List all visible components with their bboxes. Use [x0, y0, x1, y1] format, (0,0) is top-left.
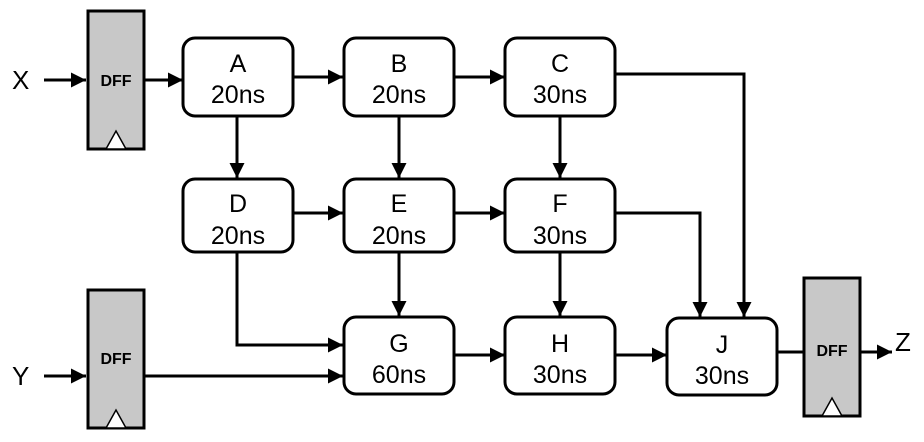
- output-z-label: Z: [895, 327, 911, 357]
- clock-triangle-icon: [820, 396, 844, 417]
- edge-d-g: [235, 248, 343, 353]
- node-e-name: E: [391, 190, 408, 218]
- node-h-delay: 30ns: [533, 361, 587, 389]
- node-a-delay: 20ns: [211, 81, 265, 109]
- node-h-name: H: [551, 330, 569, 358]
- input-x-label: X: [12, 65, 29, 95]
- node-d-delay: 20ns: [211, 222, 265, 250]
- clock-triangle-icon: [104, 129, 128, 150]
- dff-z: DFF: [802, 276, 862, 418]
- node-b-delay: 20ns: [372, 81, 426, 109]
- node-g-delay: 60ns: [372, 361, 426, 389]
- node-f-name: F: [552, 190, 567, 218]
- dff-z-label: DFF: [816, 343, 847, 360]
- node-g-name: G: [389, 330, 408, 358]
- node-f-delay: 30ns: [533, 222, 587, 250]
- node-c: C 30ns: [503, 36, 617, 118]
- node-a-name: A: [230, 50, 247, 78]
- node-j-name: J: [716, 331, 729, 359]
- node-h: H 30ns: [503, 315, 617, 396]
- dff-y-label: DFF: [100, 351, 131, 368]
- node-c-delay: 30ns: [533, 81, 587, 109]
- node-d-name: D: [229, 190, 247, 218]
- node-c-name: C: [551, 50, 569, 78]
- node-d: D 20ns: [181, 177, 295, 254]
- dff-x: DFF: [86, 9, 146, 151]
- node-f: F 30ns: [503, 177, 617, 254]
- clock-triangle-icon: [104, 408, 128, 429]
- node-a: A 20ns: [181, 36, 295, 118]
- node-b-name: B: [391, 50, 408, 78]
- node-b: B 20ns: [342, 36, 456, 118]
- edge-c-j: [615, 72, 752, 317]
- node-e: E 20ns: [342, 177, 456, 254]
- node-j-delay: 30ns: [695, 362, 749, 390]
- node-j: J 30ns: [665, 316, 779, 397]
- edge-f-j: [615, 211, 708, 317]
- node-g: G 60ns: [342, 315, 456, 396]
- dff-x-label: DFF: [100, 73, 131, 90]
- connections: [44, 69, 892, 384]
- input-y-label: Y: [12, 361, 29, 391]
- dff-y: DFF: [86, 288, 146, 430]
- node-e-delay: 20ns: [372, 222, 426, 250]
